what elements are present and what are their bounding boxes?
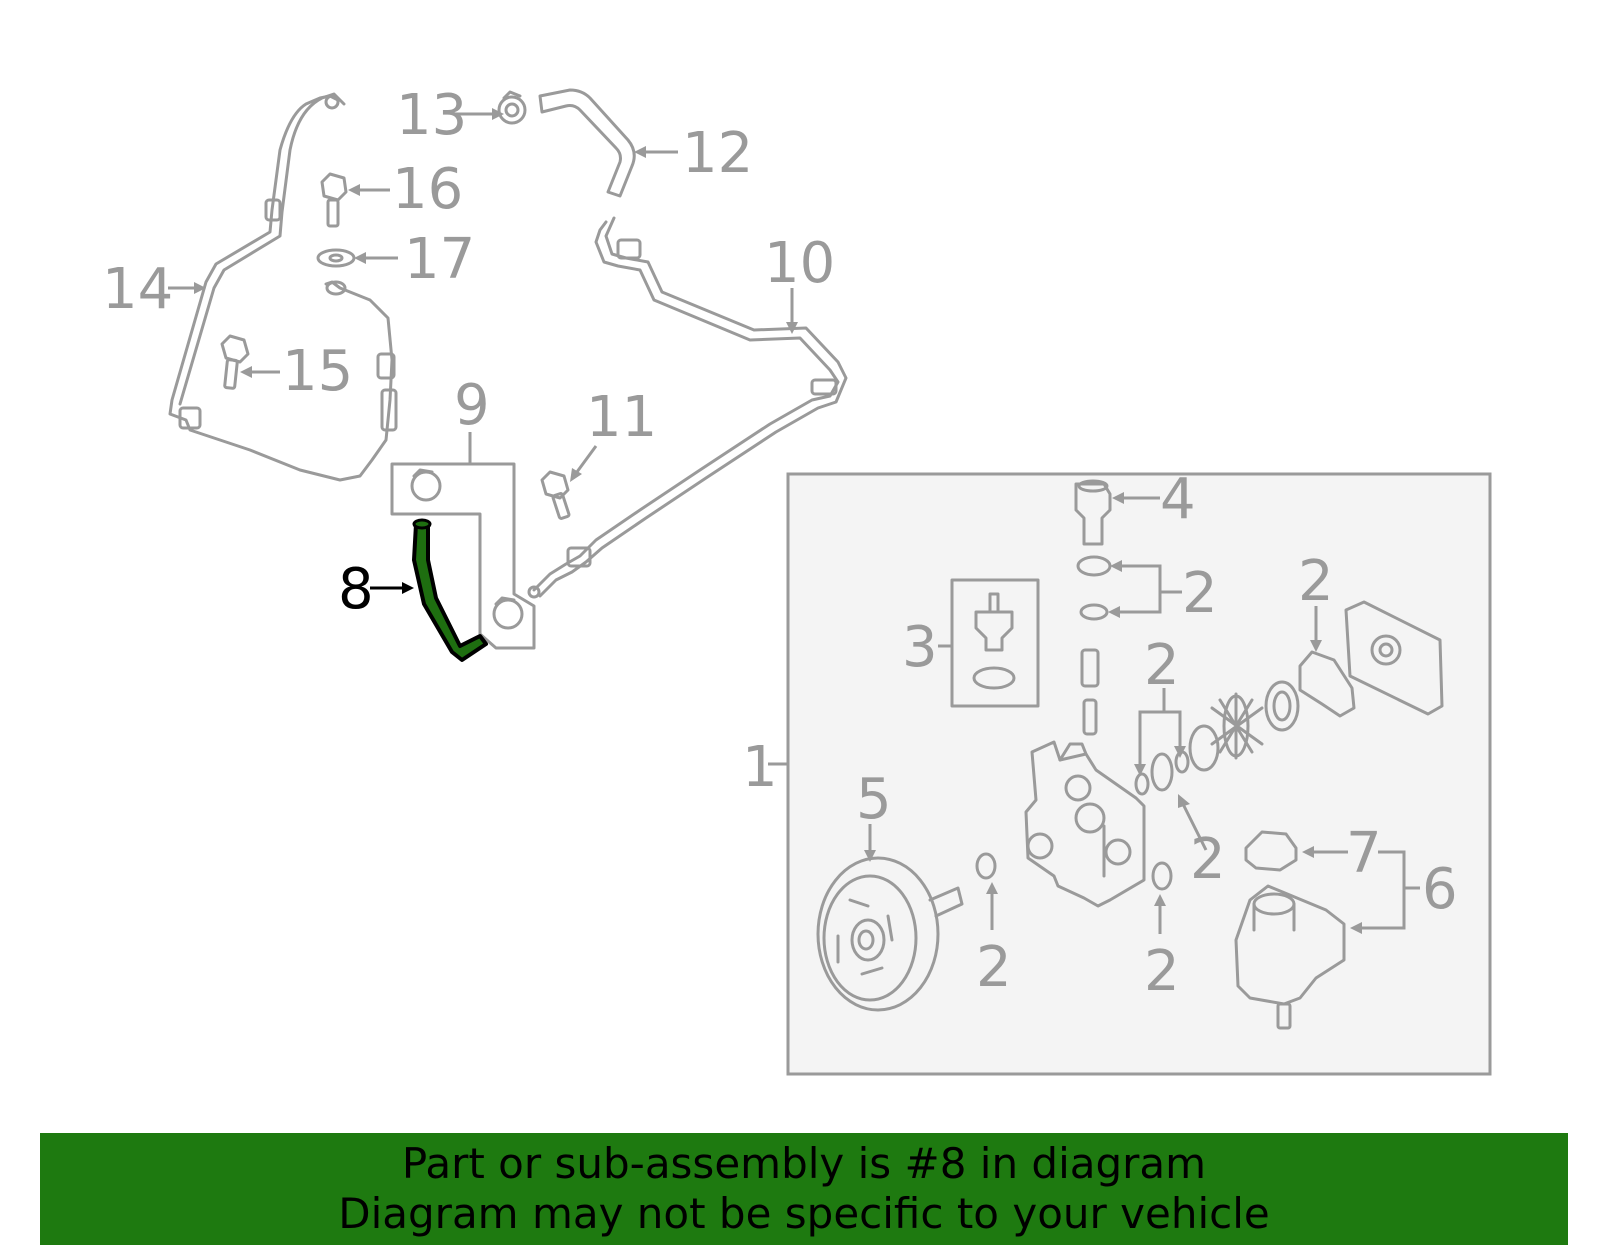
hose-sleeve xyxy=(264,198,282,222)
callout-15[interactable]: 15 xyxy=(282,339,353,404)
o-ring-a[interactable] xyxy=(1134,772,1150,796)
callout-17[interactable]: 17 xyxy=(404,227,475,292)
callout-14[interactable]: 14 xyxy=(102,257,173,322)
hose-clamp-block xyxy=(178,406,202,430)
callout-2-bottom-middle[interactable]: 2 xyxy=(1144,939,1180,1004)
callout-13[interactable]: 13 xyxy=(396,83,467,148)
callout-1[interactable]: 1 xyxy=(742,735,778,800)
pump-gasket[interactable] xyxy=(1298,650,1356,718)
callout-11[interactable]: 11 xyxy=(586,385,657,450)
line-bracket xyxy=(566,546,592,568)
part-12-return-hose[interactable] xyxy=(538,88,636,198)
callout-labels: 13 12 16 17 14 15 10 9 11 8 4 2 3 2 2 2 … xyxy=(102,83,1458,1004)
callout-2-middle[interactable]: 2 xyxy=(1144,633,1180,698)
callout-10[interactable]: 10 xyxy=(764,231,835,296)
line-fitting xyxy=(810,378,838,396)
banner-line-1: Part or sub-assembly is #8 in diagram xyxy=(401,1139,1207,1188)
part-7-reservoir-cap[interactable] xyxy=(1244,830,1298,872)
flow-control-valve[interactable] xyxy=(1080,648,1100,736)
part-15-bolt[interactable] xyxy=(220,334,250,390)
o-ring-e[interactable] xyxy=(975,852,997,880)
callout-16[interactable]: 16 xyxy=(392,157,463,222)
callout-8-highlighted[interactable]: 8 xyxy=(338,557,374,622)
callout-9[interactable]: 9 xyxy=(454,373,490,438)
part-5-pulley[interactable] xyxy=(816,856,964,1012)
callout-2-lower[interactable]: 2 xyxy=(1190,827,1226,892)
hose-crimp-lower xyxy=(380,388,398,432)
part-3-valve-kit[interactable] xyxy=(950,578,1040,708)
part-14-pressure-hose[interactable] xyxy=(168,92,398,482)
line-fitting-upper xyxy=(616,238,642,260)
callout-2-bottom-left[interactable]: 2 xyxy=(976,935,1012,1000)
callout-12[interactable]: 12 xyxy=(682,121,753,186)
part-9-bracket[interactable] xyxy=(390,462,536,650)
part-6-reservoir[interactable] xyxy=(1234,884,1346,1030)
pump-rotor[interactable] xyxy=(1188,692,1264,772)
leader-lines xyxy=(168,108,1420,934)
part-11-bolt[interactable] xyxy=(540,470,571,520)
o-ring-d[interactable] xyxy=(1151,861,1173,891)
pump-cam-ring[interactable] xyxy=(1264,680,1300,732)
callout-2-right[interactable]: 2 xyxy=(1298,549,1334,614)
part-4-fitting[interactable] xyxy=(1074,479,1112,546)
part-17-washer[interactable] xyxy=(316,248,356,268)
o-ring-b[interactable] xyxy=(1150,752,1174,792)
pump-rear-cover[interactable] xyxy=(1344,600,1444,716)
callout-4[interactable]: 4 xyxy=(1160,467,1196,532)
callout-7[interactable]: 7 xyxy=(1346,821,1382,886)
part-13-hose-clamp[interactable] xyxy=(497,90,527,125)
banner-line-2: Diagram may not be specific to your vehi… xyxy=(338,1189,1270,1238)
hose-fitting-eye xyxy=(324,94,340,110)
callout-2-top[interactable]: 2 xyxy=(1182,561,1218,626)
part-16-bolt[interactable] xyxy=(320,172,348,228)
part-10-pressure-line[interactable] xyxy=(527,216,848,599)
power-steering-pump-body[interactable] xyxy=(1024,740,1146,908)
callout-3[interactable]: 3 xyxy=(902,615,938,680)
callout-6[interactable]: 6 xyxy=(1422,857,1458,922)
callout-5[interactable]: 5 xyxy=(856,767,892,832)
info-banner: Part or sub-assembly is #8 in diagram Di… xyxy=(40,1133,1568,1245)
hose-crimp xyxy=(376,352,396,380)
banjo-fitting xyxy=(325,280,347,296)
o-ring-lower[interactable] xyxy=(1079,603,1109,621)
part-8-hose-highlighted[interactable] xyxy=(412,518,488,662)
